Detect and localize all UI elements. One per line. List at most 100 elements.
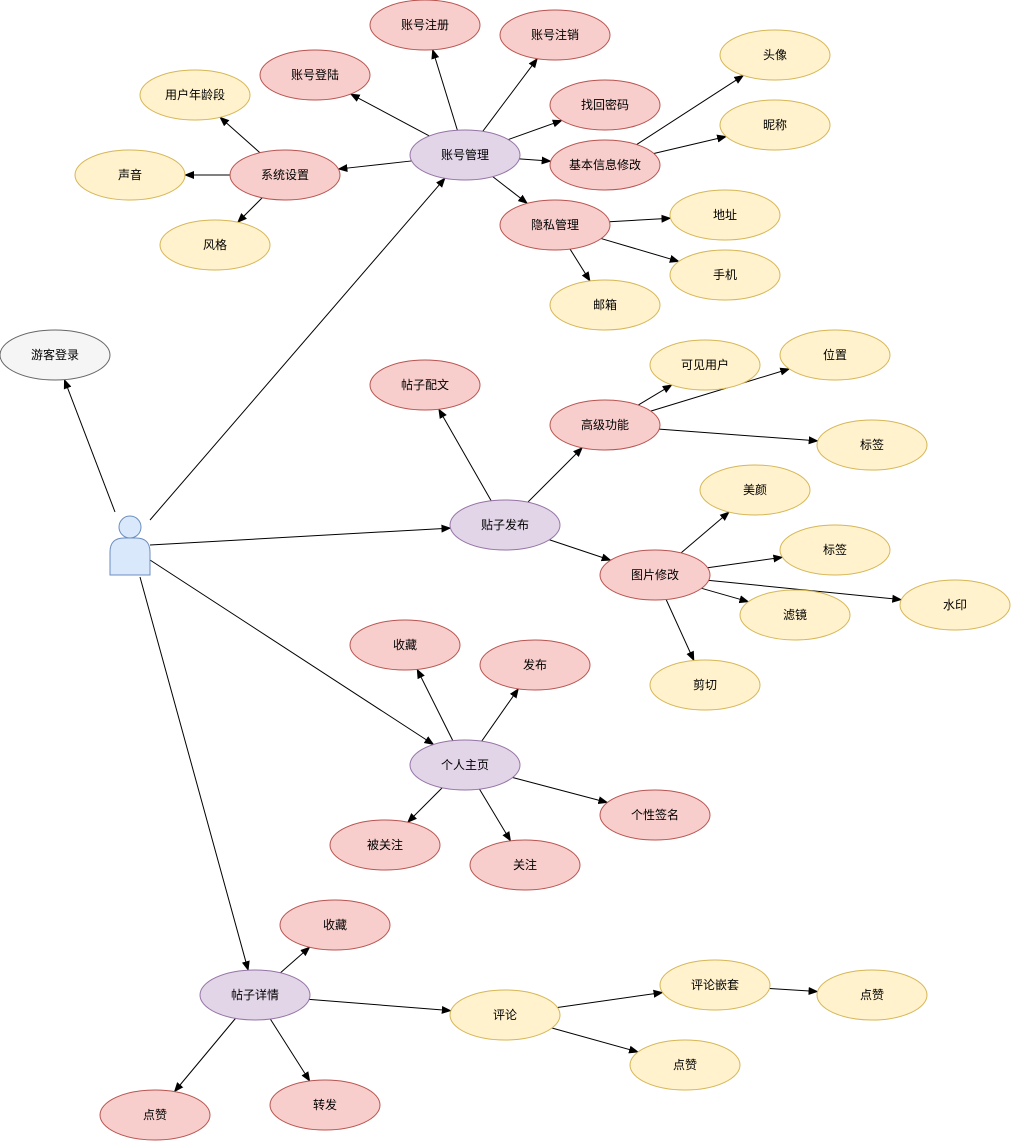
node-shape [669,189,781,241]
node-beauty[interactable]: 美颜 [699,464,811,516]
node-label: 找回密码 [581,97,629,112]
node-account-mgmt[interactable]: 账号管理 [409,129,521,181]
edge-nested_comment-to-like_nested [769,986,819,995]
node-label: 美颜 [743,482,767,497]
node-watermark[interactable]: 水印 [899,579,1011,631]
node-account-login[interactable]: 账号登陆 [259,49,371,101]
node-forward[interactable]: 转发 [269,1079,381,1131]
node-label: 游客登录 [31,347,79,362]
node-shape [499,199,611,251]
node-shape [779,329,891,381]
node-shape [649,339,761,391]
edge-actor-to-post_detail [139,576,250,972]
node-shape [369,0,481,51]
node-label: 手机 [713,268,737,282]
node-account-cancel[interactable]: 账号注销 [499,9,611,61]
node-address[interactable]: 地址 [669,189,781,241]
node-sound[interactable]: 声音 [74,149,186,201]
edge-account_mgmt-to-account_login [349,93,430,137]
node-advanced[interactable]: 高级功能 [549,399,661,451]
node-shape [479,639,591,691]
node-shape [549,399,661,451]
node-shape [669,249,781,301]
node-like-post[interactable]: 点赞 [99,1089,211,1141]
node-image-edit[interactable]: 图片修改 [599,549,711,601]
node-label: 帖子配文 [401,377,449,392]
node-published[interactable]: 发布 [479,639,591,691]
node-theme-style[interactable]: 风格 [159,219,271,271]
node-shape [99,1089,211,1141]
node-shape [259,49,371,101]
node-shape [659,959,771,1011]
node-comment[interactable]: 评论 [449,989,561,1041]
node-shape [599,549,711,601]
node-label: 昵称 [763,118,787,132]
node-filter[interactable]: 滤镜 [739,589,851,641]
node-label: 水印 [943,598,967,612]
node-home-page[interactable]: 个人主页 [409,739,521,791]
node-post-text[interactable]: 帖子配文 [369,359,481,411]
node-label: 地址 [713,208,737,222]
node-post-detail[interactable]: 帖子详情 [199,969,311,1021]
node-visible-users[interactable]: 可见用户 [649,339,761,391]
node-label: 风格 [203,237,227,252]
node-like-nested[interactable]: 点赞 [816,969,928,1021]
node-shape [449,989,561,1041]
node-label: 账号登陆 [291,67,339,82]
node-shape [199,969,311,1021]
node-shape [549,79,661,131]
node-guest-login[interactable]: 游客登录 [0,329,111,381]
node-label: 个性签名 [631,807,679,822]
node-email[interactable]: 邮箱 [549,279,661,331]
edge-home_page-to-favorites_home [416,668,454,741]
node-system-settings[interactable]: 系统设置 [229,149,341,201]
node-post-publish[interactable]: 贴子发布 [449,499,561,551]
node-label: 声音 [118,167,142,182]
node-shape [719,29,831,81]
node-label: 被关注 [367,837,403,852]
node-nickname[interactable]: 昵称 [719,99,831,151]
node-tag-adv[interactable]: 标签 [816,419,928,471]
node-favorite-post[interactable]: 收藏 [279,899,391,951]
edge-account_mgmt-to-find_password [508,119,563,141]
edge-image_edit-to-tag_img [707,554,784,569]
node-shape [739,589,851,641]
node-basic-info[interactable]: 基本信息修改 [549,139,661,191]
node-shape [699,464,811,516]
node-label: 个人主页 [441,758,489,772]
node-location[interactable]: 位置 [779,329,891,381]
node-label: 头像 [763,48,787,62]
node-following[interactable]: 关注 [469,839,581,891]
node-followers[interactable]: 被关注 [329,819,441,871]
node-favorites-home[interactable]: 收藏 [349,619,461,671]
edge-home_page-to-following [479,788,512,842]
node-shape [269,1079,381,1131]
node-label: 收藏 [393,638,417,652]
edge-basic_info-to-nickname [653,134,728,154]
node-nested-comment[interactable]: 评论嵌套 [659,959,771,1011]
node-avatar[interactable]: 头像 [719,29,831,81]
node-label: 系统设置 [261,168,309,182]
node-find-password[interactable]: 找回密码 [549,79,661,131]
node-shape [349,619,461,671]
node-like-comment[interactable]: 点赞 [629,1039,741,1091]
node-account-register[interactable]: 账号注册 [369,0,481,51]
node-tag-img[interactable]: 标签 [779,524,891,576]
node-shape [629,1039,741,1091]
node-shape [499,9,611,61]
node-privacy[interactable]: 隐私管理 [499,199,611,251]
node-label: 剪切 [693,677,717,692]
edge-post_publish-to-advanced [527,447,583,503]
node-shape [899,579,1011,631]
node-signature[interactable]: 个性签名 [599,789,711,841]
node-label: 用户年龄段 [165,87,225,102]
node-label: 位置 [823,347,847,362]
node-age-group[interactable]: 用户年龄段 [139,69,251,121]
edge-home_page-to-published [481,688,519,742]
node-crop[interactable]: 剪切 [649,659,761,711]
node-phone[interactable]: 手机 [669,249,781,301]
node-shape [779,524,891,576]
edge-account_mgmt-to-account_register [431,48,458,131]
